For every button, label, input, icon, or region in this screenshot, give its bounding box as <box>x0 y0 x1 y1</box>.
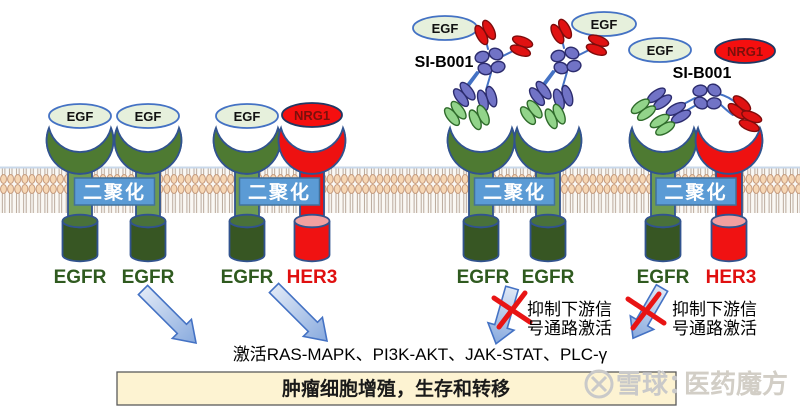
receptor-egfr-2 <box>113 125 183 263</box>
dimerization-box-2: 二聚化 <box>238 177 321 206</box>
antibody-label-1: SI-B001 <box>415 54 474 71</box>
egf-label: EGF <box>647 43 674 58</box>
inhibition-text-line2: 号通路激活 <box>672 319 757 338</box>
dimer-label: 二聚化 <box>83 181 146 204</box>
receptor-label-her3: HER3 <box>287 267 338 288</box>
dimerization-box-1: 二聚化 <box>73 177 156 206</box>
signal-arrow-2 <box>268 282 329 343</box>
inhibition-note-2: 抑制下游信 号通路激活 <box>672 300 757 338</box>
egf-label: EGF <box>135 109 162 124</box>
pathway-activation-text: 激活RAS-MAPK、PI3K-AKT、JAK-STAT、PLC-γ <box>233 345 608 364</box>
dimerization-box-4: 二聚化 <box>655 177 737 206</box>
receptor-egfr-3 <box>212 125 282 263</box>
dimer-label: 二聚化 <box>248 181 311 204</box>
ligand-egf-free-2: EGF <box>571 11 637 37</box>
watermark-separator: ： <box>668 369 694 399</box>
ligand-egf-free-1: EGF <box>412 15 478 41</box>
ligand-egf-bound-1: EGF <box>48 103 112 129</box>
ligand-egf-free-3: EGF <box>628 37 692 63</box>
receptor-label-egfr: EGFR <box>221 267 274 288</box>
outcome-box: 肿瘤细胞增殖，生存和转移 <box>116 371 677 406</box>
dimer-label: 二聚化 <box>664 181 727 204</box>
inhibition-x-2 <box>625 291 667 331</box>
dimerization-box-3: 二聚化 <box>473 177 556 206</box>
antibody-label-2: SI-B001 <box>673 65 732 82</box>
watermark-source: 医药魔方 <box>684 369 788 399</box>
egf-label: EGF <box>67 109 94 124</box>
inhibition-x-1 <box>491 290 533 330</box>
receptor-label-egfr: EGFR <box>637 267 690 288</box>
inhibition-note-1: 抑制下游信 号通路激活 <box>527 300 612 338</box>
nrg1-label: NRG1 <box>294 108 330 123</box>
ligand-nrg1-bound: NRG1 <box>281 102 343 128</box>
egf-label: EGF <box>234 109 261 124</box>
ligand-egf-bound-2: EGF <box>116 103 180 129</box>
receptor-her3-2 <box>694 125 764 263</box>
xueqiu-logo-icon <box>584 369 614 399</box>
receptor-label-her3: HER3 <box>706 267 757 288</box>
receptor-egfr-6 <box>628 125 698 263</box>
antibody-si-b001-3 <box>628 77 765 139</box>
inhibition-text-line1: 抑制下游信 <box>527 300 612 319</box>
receptor-label-egfr: EGFR <box>54 267 107 288</box>
ligand-egf-bound-3: EGF <box>215 103 279 129</box>
inhibition-text-line2: 号通路激活 <box>527 319 612 338</box>
blocked-arrow-1 <box>486 285 520 346</box>
receptor-egfr-4 <box>446 125 516 263</box>
watermark: 雪球 ： 医药魔方 <box>584 369 788 399</box>
receptor-label-egfr: EGFR <box>522 267 575 288</box>
signal-arrow-1 <box>137 284 198 345</box>
egf-label: EGF <box>432 21 459 36</box>
watermark-brand: 雪球 <box>616 369 669 399</box>
egf-label: EGF <box>591 17 618 32</box>
xueqiu-logo-icon <box>590 375 608 393</box>
receptor-label-egfr: EGFR <box>457 267 510 288</box>
nrg1-label: NRG1 <box>727 44 763 59</box>
ligand-nrg1-free: NRG1 <box>714 38 776 64</box>
inhibition-text-line1: 抑制下游信 <box>672 300 757 319</box>
dimer-label: 二聚化 <box>483 181 546 204</box>
outcome-text: 肿瘤细胞增殖，生存和转移 <box>282 377 510 400</box>
receptor-label-egfr: EGFR <box>122 267 175 288</box>
